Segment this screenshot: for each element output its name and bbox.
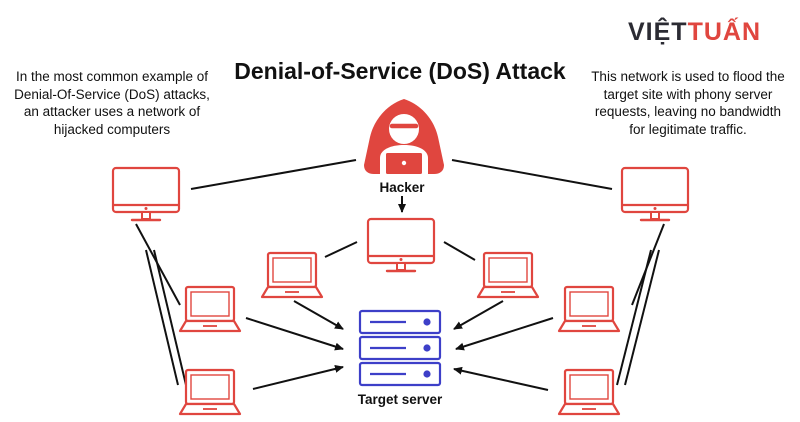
hacker-label: Hacker [379,180,425,195]
line-center-to-right-laptop [443,241,476,261]
line-left-desktop-to-laptop-low-a [145,249,179,386]
arrow-right-laptop-low [453,366,549,391]
arrow-left-laptop-top [293,300,344,330]
viettuan-logo: VIỆTTUẤN [628,18,761,47]
line-right-desktop-to-hacker [451,159,613,190]
laptop-icon [178,285,242,333]
desktop-computer-icon [111,166,181,222]
logo-text-viet: VIỆT [628,18,688,46]
logo-text-tuan: TUẤN [687,18,762,46]
arrow-right-laptop-top [453,300,504,330]
note-right: This network is used to flood the target… [591,69,785,137]
line-center-to-left-laptop [324,241,358,258]
laptop-icon [476,251,540,299]
diagram-title: Denial-of-Service (DoS) Attack [234,58,566,84]
server-rack-icon [358,309,442,387]
arrow-right-laptop-mid [455,317,554,351]
laptop-icon [260,251,324,299]
line-left-desktop-to-hacker [190,159,357,190]
laptop-icon [178,368,242,416]
laptop-icon [557,368,621,416]
target-server-label: Target server [357,392,443,407]
desktop-computer-icon [620,166,690,222]
line-left-desktop-to-laptop-low-b [153,249,187,386]
arrow-left-laptop-low [252,365,344,390]
hacker-icon [364,99,444,174]
laptop-icon [557,285,621,333]
line-right-desktop-to-laptop-low-a [616,249,652,386]
connection-lines [135,159,665,386]
line-right-desktop-to-laptop-low-b [624,249,660,386]
attack-arrows [245,196,554,391]
note-left: In the most common example of Denial-Of-… [14,69,210,137]
desktop-computer-icon [366,217,436,273]
arrow-left-laptop-mid [245,317,344,351]
